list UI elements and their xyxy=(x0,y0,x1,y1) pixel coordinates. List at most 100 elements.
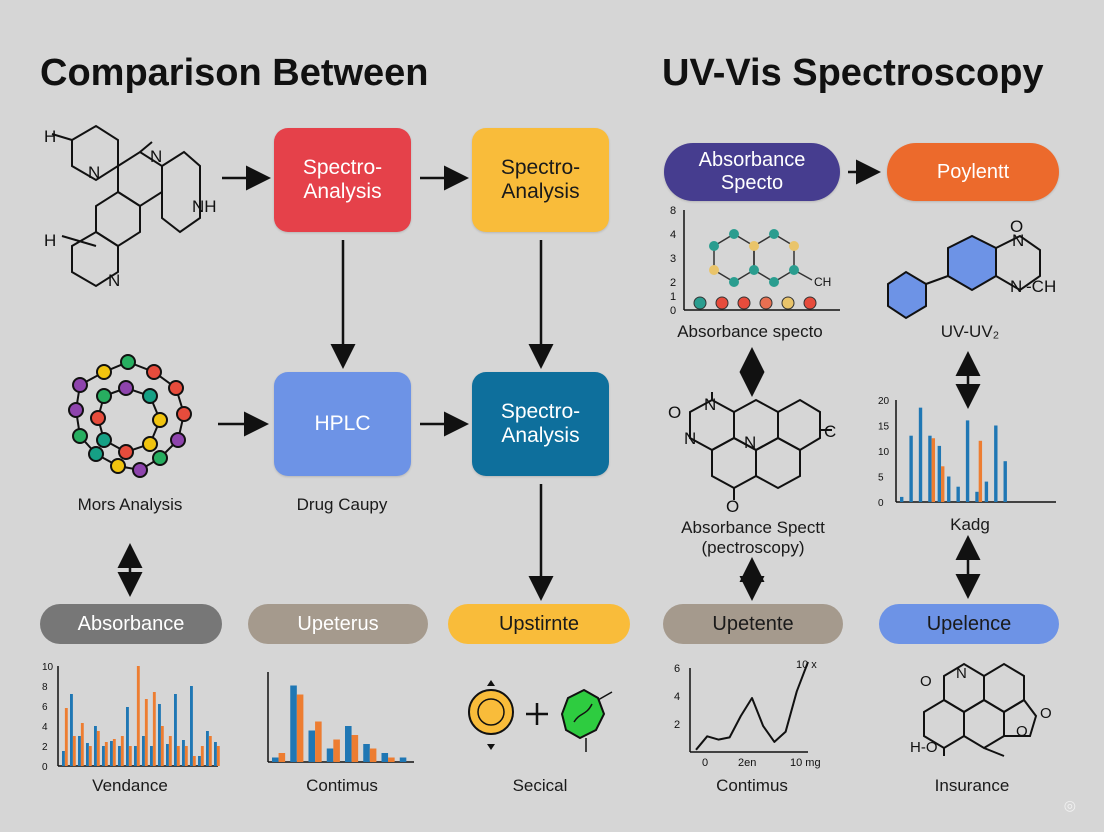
insurance-label: Insurance xyxy=(934,776,1010,795)
scatter-point xyxy=(715,296,729,310)
bar xyxy=(136,666,140,766)
bar xyxy=(64,708,68,766)
bar xyxy=(216,746,220,766)
bar xyxy=(931,438,936,502)
bar xyxy=(88,746,92,766)
ytick-label: 10 xyxy=(878,447,890,458)
bar xyxy=(900,496,904,502)
mol-label-o1: O xyxy=(668,403,681,422)
ytick-label: 15 xyxy=(878,422,890,433)
mol-label-nh2: N xyxy=(1010,277,1022,296)
bar xyxy=(214,742,217,766)
scatter-point xyxy=(759,296,773,310)
bar xyxy=(918,407,923,502)
mol-label-n3: N xyxy=(704,395,716,414)
mol-label-o4: O xyxy=(1010,217,1023,236)
absorbance-specto-label: Absorbance specto xyxy=(677,322,823,341)
mors-analysis-label: Mors Analysis xyxy=(77,495,183,514)
ytick-label: 8 xyxy=(42,682,48,693)
bar xyxy=(272,757,279,762)
bar xyxy=(158,704,161,766)
bar xyxy=(112,739,116,766)
bar xyxy=(62,751,65,766)
scatter-point xyxy=(737,296,751,310)
bar xyxy=(388,757,395,762)
absorbance-specto-pill: Absorbance Specto xyxy=(664,143,840,201)
bar xyxy=(182,740,185,766)
scatter-point xyxy=(803,296,817,310)
ytick-label: 6 xyxy=(42,702,48,713)
bar xyxy=(128,746,132,766)
ytick-label: 0 xyxy=(878,498,884,509)
mol-label-ho: H xyxy=(44,231,56,250)
scatter-ytick-0: 0 xyxy=(670,305,676,317)
network-graph xyxy=(68,354,192,478)
mol-label-h-top: H xyxy=(44,127,56,146)
grok-watermark: ◎ xyxy=(1064,797,1076,814)
ytick-label: 4 xyxy=(674,691,680,703)
secical-label: Secical xyxy=(512,776,568,795)
mol-label-n1: N xyxy=(88,163,100,182)
mol-label-o7: O xyxy=(1016,723,1028,740)
bar xyxy=(184,746,188,766)
mol-label-ch2: -CH xyxy=(1026,277,1056,296)
bar xyxy=(978,440,983,502)
bar xyxy=(142,736,145,766)
vendance-label: Vendance xyxy=(92,776,168,795)
bar xyxy=(94,726,97,766)
bar xyxy=(308,730,316,762)
xtick-label: 10 mg xyxy=(790,757,821,769)
bar xyxy=(984,481,989,502)
title-left: Comparison Between xyxy=(40,52,429,94)
mol-label-n2: N xyxy=(108,271,120,290)
mol-label-ho2: H-O xyxy=(910,739,938,756)
bar xyxy=(166,744,169,766)
sun-icon xyxy=(468,689,514,735)
mol-label-n4: N xyxy=(684,429,696,448)
bar xyxy=(70,694,73,766)
bar xyxy=(208,736,212,766)
molecule-right-labels: O N N -CH xyxy=(1010,217,1056,296)
scatter-ytick-8: 8 xyxy=(670,205,676,217)
scatter-ytick-3: 3 xyxy=(670,253,676,265)
scatter-ytick-2: 2 xyxy=(670,277,676,289)
bar xyxy=(345,726,352,762)
bar xyxy=(78,736,81,766)
bar xyxy=(909,435,913,502)
bar xyxy=(96,731,100,766)
bar xyxy=(965,420,970,502)
bar xyxy=(126,707,129,766)
bar xyxy=(192,756,196,766)
bar xyxy=(150,746,153,766)
bar xyxy=(399,757,407,762)
bar xyxy=(947,476,951,502)
grok-logo-icon: ◎ xyxy=(1063,797,1076,813)
ytick-label: 4 xyxy=(42,722,48,733)
bar xyxy=(160,726,164,766)
molecule-bottom-right xyxy=(923,662,1038,757)
molecule-right xyxy=(887,234,1041,320)
bar xyxy=(296,694,304,762)
bar xyxy=(333,739,340,762)
mol-label-n6: N xyxy=(1012,231,1024,250)
bar xyxy=(994,425,998,502)
ytick-label: 6 xyxy=(674,663,680,675)
arrows xyxy=(117,159,981,601)
ytick-label: 10 xyxy=(42,662,54,673)
bar xyxy=(80,723,84,766)
contimus-bar-chart xyxy=(267,672,414,763)
molecule-middle-right xyxy=(689,392,832,500)
molecule-bottom-right-labels: O N O O H-O xyxy=(910,665,1052,756)
bar xyxy=(102,746,105,766)
mol-label-n5: N xyxy=(744,433,756,452)
contimus-label-2: Contimus xyxy=(716,776,788,795)
bar xyxy=(928,435,932,502)
ytick-label: 2 xyxy=(674,719,680,731)
bar xyxy=(86,743,89,766)
bar xyxy=(381,753,389,762)
uv-uv-label: UV-UV₂ xyxy=(940,322,1000,341)
title-right: UV-Vis Spectroscopy xyxy=(662,52,1044,94)
